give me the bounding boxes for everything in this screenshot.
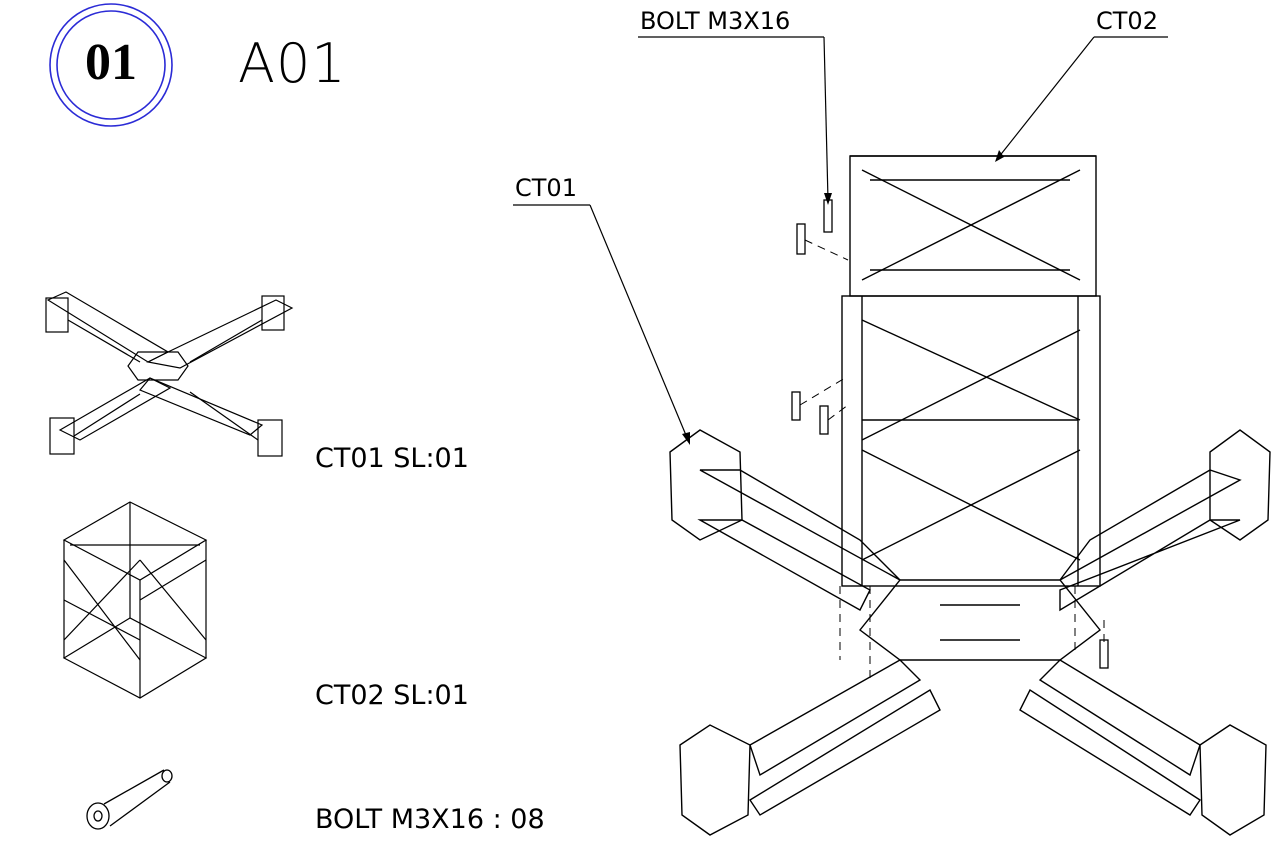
assembly-code: A01 (238, 32, 347, 95)
step-number: 01 (85, 34, 137, 91)
part-label-ct01: CT01 SL:01 (315, 443, 469, 474)
part-label-bolt: BOLT M3X16 : 08 (315, 804, 545, 835)
step-badge (49, 3, 173, 127)
ct01-base-main (669, 429, 1271, 836)
part-label-ct02: CT02 SL:01 (315, 680, 469, 711)
callout-bolt: BOLT M3X16 (640, 7, 791, 35)
leader-arrowheads (682, 150, 1004, 445)
ct01-thumbnail (45, 291, 294, 457)
ct02-tower-main (841, 155, 1101, 587)
alignment-lines (799, 239, 1105, 680)
callout-ct02: CT02 (1096, 7, 1158, 35)
callout-leaders (513, 36, 1168, 441)
ct02-thumbnail (62, 501, 208, 699)
callout-ct01: CT01 (515, 174, 577, 202)
bolt-thumbnail (86, 769, 173, 830)
